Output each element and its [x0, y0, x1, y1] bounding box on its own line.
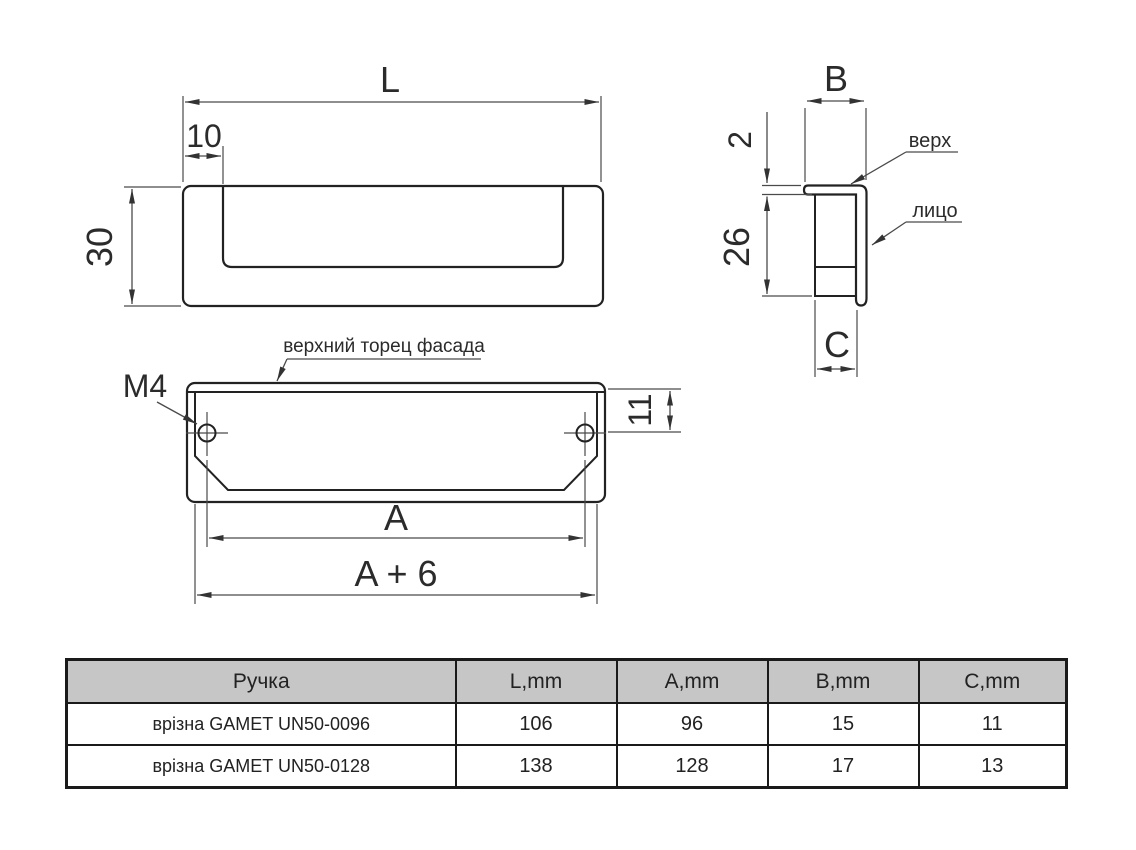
- screw-hole-left: [186, 412, 228, 456]
- handle-top-inner: [194, 392, 598, 491]
- dim-L-label: L: [380, 59, 400, 100]
- dim-10-label: 10: [186, 118, 222, 154]
- handle-top-outline: [185, 381, 607, 504]
- technical-drawing: L 10 30 B: [79, 58, 962, 604]
- dim-26-label: 26: [716, 227, 757, 267]
- specification-table: Ручка L,mm A,mm B,mm C,mm врізна GAMET U…: [65, 658, 1068, 789]
- value-L-cell: 138: [454, 744, 618, 789]
- column-header-C: C,mm: [917, 658, 1068, 704]
- dim-2-label: 2: [722, 131, 758, 149]
- column-header-A: A,mm: [615, 658, 769, 704]
- table-row: врізна GAMET UN50-0096 106 96 15 11: [65, 702, 1068, 746]
- side-view: B 2 26 C верх лицо: [716, 58, 962, 377]
- screw-hole-right: [564, 412, 606, 456]
- dimension-A: A: [206, 460, 586, 547]
- table-header-row: Ручка L,mm A,mm B,mm C,mm: [65, 658, 1068, 704]
- callout-face: лицо: [871, 200, 962, 246]
- handle-profile-body: [814, 193, 857, 297]
- handle-front-outline: [181, 184, 605, 308]
- handle-front-recess: [221, 187, 565, 269]
- label-litso: лицо: [912, 200, 957, 222]
- callout-thread-M4: M4: [123, 368, 198, 425]
- column-header-B: B,mm: [766, 658, 920, 704]
- dim-C-label: C: [824, 324, 850, 365]
- value-B-cell: 17: [766, 744, 920, 789]
- value-L-cell: 106: [454, 702, 618, 746]
- value-C-cell: 11: [917, 702, 1068, 746]
- dimension-B: B: [804, 58, 867, 182]
- callout-facade-edge: верхний торец фасада: [276, 336, 485, 382]
- label-verkh: верх: [909, 130, 951, 152]
- front-view: L 10 30: [79, 59, 605, 308]
- handle-name-cell: врізна GAMET UN50-0128: [65, 744, 457, 789]
- column-header-handle: Ручка: [65, 658, 457, 704]
- value-A-cell: 96: [615, 702, 769, 746]
- dimension-C: C: [814, 300, 858, 377]
- handle-profile-outline: [802, 184, 868, 307]
- dimension-26: 26: [716, 196, 812, 297]
- handle-name-cell: врізна GAMET UN50-0096: [65, 702, 457, 746]
- dimension-2: 2: [722, 112, 812, 196]
- dimension-30: 30: [79, 186, 181, 307]
- column-header-L: L,mm: [454, 658, 618, 704]
- dim-30-label: 30: [79, 227, 120, 267]
- dimension-10: 10: [185, 118, 224, 184]
- dim-A6-label: A + 6: [354, 553, 437, 594]
- dim-11-label: 11: [622, 393, 658, 426]
- top-view: M4 верхний торец фасада 11 A: [123, 336, 681, 604]
- value-B-cell: 15: [766, 702, 920, 746]
- dimension-L: L: [182, 59, 602, 182]
- dimension-11: 11: [608, 388, 681, 433]
- table-row: врізна GAMET UN50-0128 138 128 17 13: [65, 744, 1068, 789]
- label-M4: M4: [123, 368, 167, 404]
- value-A-cell: 128: [615, 744, 769, 789]
- callout-top-edge: верх: [850, 130, 958, 185]
- label-facade-edge: верхний торец фасада: [283, 336, 485, 357]
- dimension-A-plus-6: A + 6: [194, 504, 598, 604]
- dim-B-label: B: [824, 58, 848, 99]
- dim-A-label: A: [384, 497, 408, 538]
- value-C-cell: 13: [917, 744, 1068, 789]
